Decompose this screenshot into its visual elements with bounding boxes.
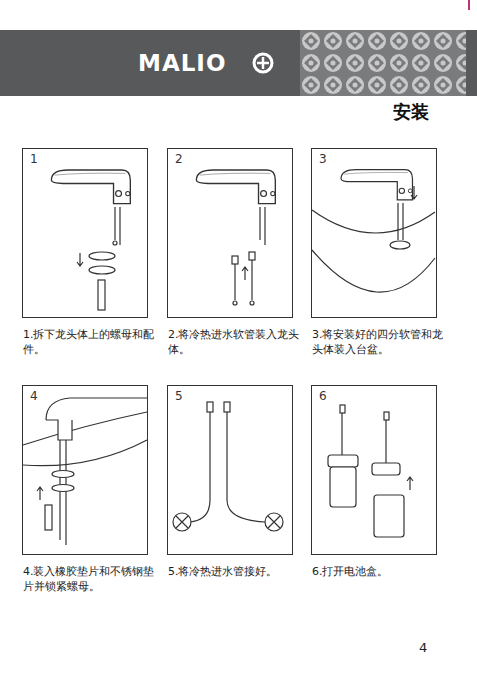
step-panel: 11.拆下龙头体上的螺母和配件。 bbox=[22, 148, 148, 318]
step-caption: 6.打开电池盒。 bbox=[312, 564, 444, 579]
step-panel: 22.将冷热进水软管装入龙头体。 bbox=[167, 148, 293, 318]
step-caption: 5.将冷热进水管接好。 bbox=[168, 564, 300, 579]
step-caption: 1.拆下龙头体上的螺母和配件。 bbox=[23, 327, 155, 357]
step-number: 3 bbox=[318, 152, 328, 166]
brand-logo: MALIO bbox=[138, 50, 226, 76]
step-panel: 33.将安装好的四分软管和龙头体装入台盆。 bbox=[311, 148, 437, 318]
header-band bbox=[0, 30, 477, 96]
page-number: 4 bbox=[419, 640, 427, 655]
step-caption: 4.装入橡胶垫片和不锈钢垫片并锁紧螺母。 bbox=[23, 564, 155, 594]
step-number: 2 bbox=[174, 152, 184, 166]
page-title: 安装 bbox=[393, 100, 429, 124]
step-number: 6 bbox=[318, 389, 328, 403]
step-number: 4 bbox=[29, 389, 39, 403]
step-panel: 66.打开电池盒。 bbox=[311, 385, 437, 555]
step-caption: 2.将冷热进水软管装入龙头体。 bbox=[168, 327, 300, 357]
step-number: 1 bbox=[29, 152, 39, 166]
step-caption: 3.将安装好的四分软管和龙头体装入台盆。 bbox=[312, 327, 444, 357]
step-panel: 44.装入橡胶垫片和不锈钢垫片并锁紧螺母。 bbox=[22, 385, 148, 555]
header-pattern bbox=[300, 30, 466, 96]
step-number: 5 bbox=[174, 389, 184, 403]
step-panel: 55.将冷热进水管接好。 bbox=[167, 385, 293, 555]
